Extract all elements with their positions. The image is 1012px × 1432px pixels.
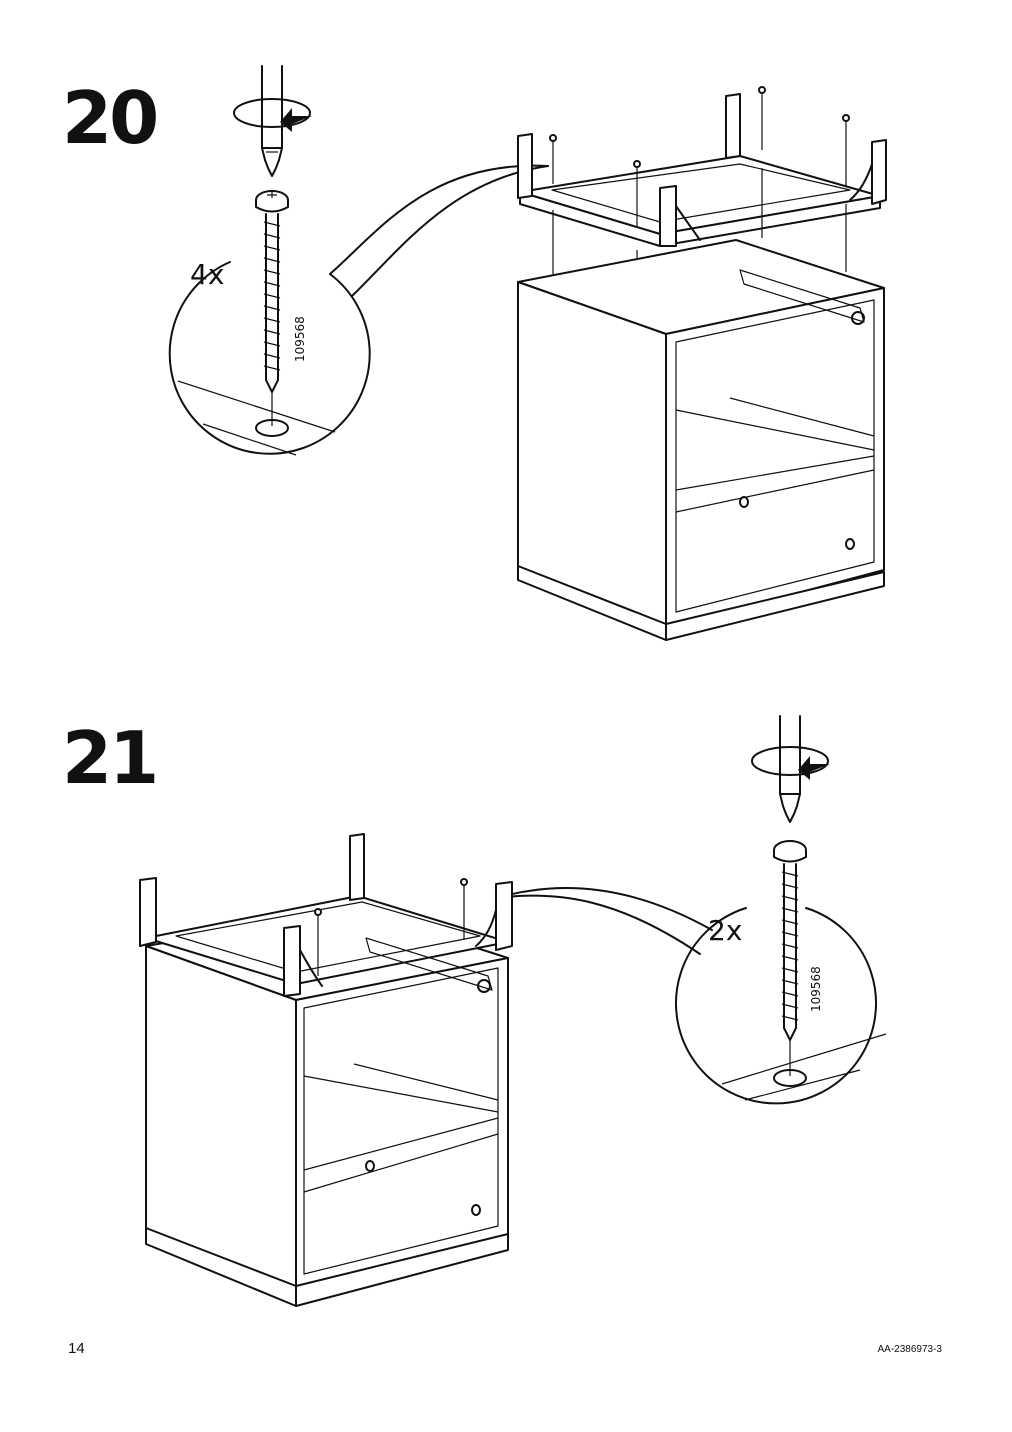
step-20-number: 20 bbox=[62, 76, 159, 160]
detail-circle-20 bbox=[168, 164, 549, 456]
step-21-number: 21 bbox=[62, 716, 159, 800]
rotation-arrow-icon bbox=[751, 746, 830, 780]
page-number: 14 bbox=[68, 1340, 85, 1357]
cabinet-20 bbox=[517, 239, 885, 641]
frame-part-20 bbox=[517, 86, 887, 320]
detail-circle-21 bbox=[495, 887, 887, 1105]
rotation-arrow-icon bbox=[233, 98, 312, 132]
screw-icon bbox=[255, 190, 289, 393]
part-number-21: 109568 bbox=[809, 966, 823, 1012]
screwdriver-icon bbox=[779, 715, 801, 823]
cabinet-21 bbox=[139, 833, 513, 1307]
quantity-21: 2x bbox=[708, 914, 742, 947]
screwdriver-icon bbox=[261, 65, 283, 177]
part-number-20: 109568 bbox=[293, 316, 307, 362]
document-code: AA-2386973-3 bbox=[877, 1344, 943, 1355]
screw-icon bbox=[773, 840, 807, 1041]
